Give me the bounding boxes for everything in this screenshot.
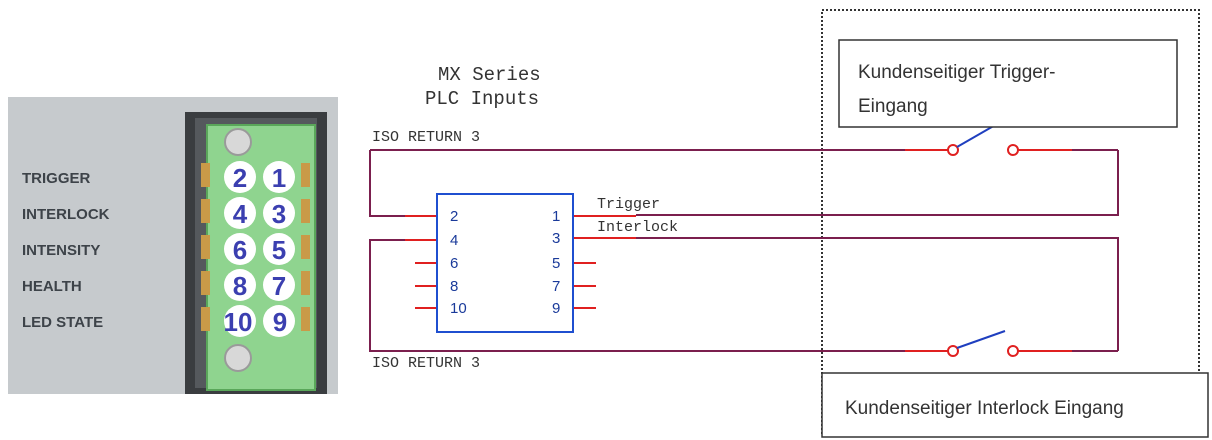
trigger-box-line-2: Eingang: [858, 96, 928, 117]
connector-pin-10: 10: [224, 307, 253, 337]
contact-strips: [201, 163, 310, 331]
label-trigger: TRIGGER: [22, 170, 91, 187]
block-pin-9: 9: [552, 300, 560, 317]
block-pin-7: 7: [552, 278, 560, 295]
interlock-switch-icon: [947, 330, 1019, 357]
interlock-box-label: Kundenseitiger Interlock Eingang: [845, 398, 1124, 419]
connector-pin-6: 6: [233, 235, 247, 265]
customer-boundary: [821, 9, 1200, 436]
trigger-box-line-1: Kundenseitiger Trigger-: [858, 62, 1056, 83]
top-loop-wire: [369, 149, 1119, 217]
signal-trigger-label: Trigger: [597, 196, 660, 213]
connector-pin-3: 3: [272, 199, 286, 229]
interlock-input-box: [821, 372, 1209, 438]
connector-pin-4: 4: [233, 199, 248, 229]
label-interlock: INTERLOCK: [22, 206, 110, 223]
pin-circles: [224, 161, 295, 337]
block-pin-3: 3: [552, 230, 560, 247]
signal-interlock-label: Interlock: [597, 219, 678, 236]
block-pin-1: 1: [552, 208, 560, 225]
block-pin-2: 2: [450, 208, 458, 225]
screw-bottom-icon: [224, 344, 252, 372]
connector-pin-1: 1: [272, 163, 286, 193]
terminal-block: [206, 124, 316, 391]
connector-pin-5: 5: [272, 235, 286, 265]
label-led-state: LED STATE: [22, 314, 103, 331]
screw-top-icon: [224, 128, 252, 156]
connector-pin-8: 8: [233, 271, 247, 301]
label-health: HEALTH: [22, 278, 82, 295]
block-pin-6: 6: [450, 255, 458, 272]
connector-pin-2: 2: [233, 163, 247, 193]
title-line-2: PLC Inputs: [425, 88, 539, 110]
red-stubs: [405, 149, 1072, 352]
block-pin-4: 4: [450, 232, 458, 249]
iso-return-bottom-label: ISO RETURN 3: [372, 355, 480, 372]
connector-pin-7: 7: [272, 271, 286, 301]
title-line-1: MX Series: [438, 64, 541, 86]
connector-pin-9: 9: [273, 307, 287, 337]
block-pin-10: 10: [450, 300, 467, 317]
label-intensity: INTENSITY: [22, 242, 100, 259]
block-pin-8: 8: [450, 278, 458, 295]
plc-input-block: [436, 193, 574, 333]
trigger-input-box: [838, 39, 1178, 128]
trigger-switch-icon: [947, 123, 1019, 156]
bottom-loop-wire: [369, 237, 1119, 352]
iso-return-top-label: ISO RETURN 3: [372, 129, 480, 146]
block-pin-5: 5: [552, 255, 560, 272]
